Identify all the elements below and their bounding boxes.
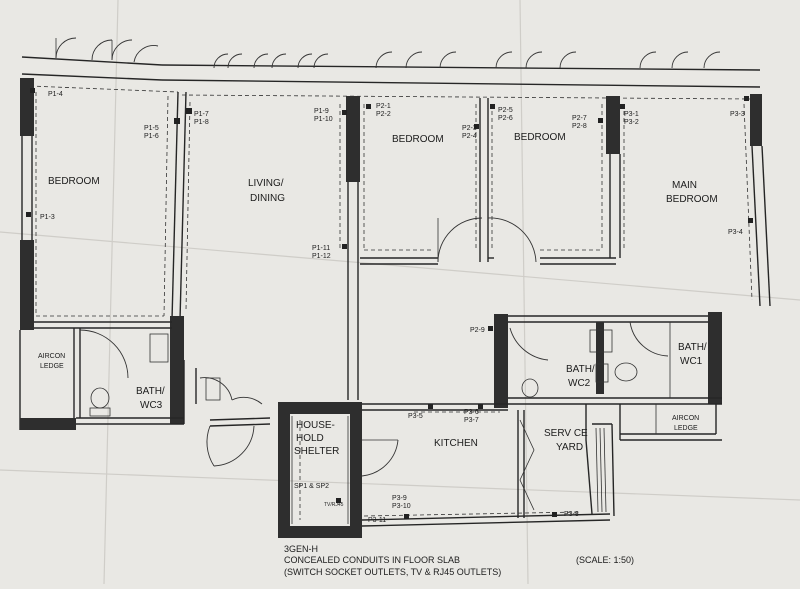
windows <box>55 37 721 69</box>
door-bath-wc3 <box>79 329 129 379</box>
basin-wc3 <box>149 333 169 363</box>
room-label-bath-wc3-1: BATH/ <box>136 386 165 397</box>
room-label-aircon-ledge-right-2: LEDGE <box>674 425 698 432</box>
outlet-symbols <box>26 88 753 519</box>
room-label-bedroom-mid: BEDROOM <box>392 134 444 145</box>
conduit-lines <box>35 92 753 520</box>
room-label-bath-wc2-1: BATH/ <box>566 364 595 375</box>
note-line-1: CONCEALED CONDUITS IN FLOOR SLAB <box>284 555 460 565</box>
door-bedroom-mid <box>437 217 483 263</box>
room-label-living-dining-1: LIVING/ <box>248 178 284 189</box>
room-label-living-dining-2: DINING <box>250 193 285 204</box>
room-label-bedroom-left: BEDROOM <box>48 176 100 187</box>
room-labels: BEDROOM LIVING/ DINING BEDROOM BEDROOM M… <box>38 132 718 457</box>
point-label-tv: TV/RJ45 <box>324 502 344 508</box>
room-label-bath-wc3-2: WC3 <box>140 400 163 411</box>
door-bedroom-right <box>487 217 537 263</box>
point-label: P1-6 <box>144 133 159 140</box>
plan-type: 3GEN-H <box>284 544 318 554</box>
point-label: P3-7 <box>464 417 479 424</box>
point-label: P2-6 <box>498 115 513 122</box>
point-label: P1-5 <box>144 125 159 132</box>
room-label-shelter-3: SHELTER <box>294 446 339 457</box>
point-label: P1-4 <box>48 91 63 98</box>
point-label: P1-3 <box>40 214 55 221</box>
door-bath-wc2 <box>509 327 549 361</box>
point-label: P3-2 <box>624 119 639 126</box>
point-label-sp: SP1 & SP2 <box>294 483 329 490</box>
point-label: P2-5 <box>498 107 513 114</box>
room-label-main-bedroom-1: MAIN <box>672 180 697 191</box>
point-label: P3-9 <box>392 495 407 502</box>
point-label: P3-4 <box>728 229 743 236</box>
room-label-aircon-ledge-left-1: AIRCON <box>38 353 65 360</box>
point-label: P2-8 <box>572 123 587 130</box>
point-label: P3-3 <box>730 111 745 118</box>
scale-note: (SCALE: 1:50) <box>576 555 634 565</box>
point-labels: P1-4 P1-3 P1-5 P1-6 P1-7 P1-8 P1-9 P1-10… <box>40 91 745 524</box>
point-label: P3-10 <box>392 503 411 510</box>
point-label: P1-10 <box>314 116 333 123</box>
point-label: P3-6 <box>464 409 479 416</box>
basin-wc2 <box>521 378 539 398</box>
point-label: P2-9 <box>470 327 485 334</box>
point-label: P1-7 <box>194 111 209 118</box>
toilet-wc1 <box>589 329 613 353</box>
point-label: P3-5 <box>408 413 423 420</box>
toilet-wc2 <box>614 362 638 382</box>
point-label: P2-2 <box>376 111 391 118</box>
door-gate <box>199 377 233 401</box>
point-label: P1-11 <box>312 245 330 252</box>
room-label-aircon-ledge-right-1: AIRCON <box>672 415 699 422</box>
point-label: P3-1 <box>624 111 639 118</box>
room-label-main-bedroom-2: BEDROOM <box>666 194 718 205</box>
door-shelter <box>361 439 399 477</box>
point-label: P2-3 <box>462 125 477 132</box>
point-label: P1-9 <box>314 108 329 115</box>
door-main-entrance <box>206 425 215 467</box>
room-label-bath-wc2-2: WC2 <box>568 378 591 389</box>
drawing-notes: 3GEN-H CONCEALED CONDUITS IN FLOOR SLAB … <box>284 544 634 577</box>
point-label: P2-4 <box>462 133 477 140</box>
room-label-service-yard-1: SERV CE <box>544 428 588 439</box>
room-label-service-yard-2: YARD <box>556 442 583 453</box>
point-label: P3-11 <box>368 517 386 524</box>
door-bath-wc1 <box>629 321 669 357</box>
room-label-shelter-1: HOUSE- <box>296 420 335 431</box>
meter-box <box>205 377 221 401</box>
point-label: P2-1 <box>376 103 391 110</box>
point-label: P1-8 <box>194 119 209 126</box>
room-label-aircon-ledge-left-2: LEDGE <box>40 363 64 370</box>
point-label: P1-12 <box>312 253 331 260</box>
point-label: P2-7 <box>572 115 587 122</box>
point-label: P3-8 <box>564 511 579 518</box>
room-label-bath-wc1-2: WC1 <box>680 356 703 367</box>
room-label-bedroom-right: BEDROOM <box>514 132 566 143</box>
note-line-2: (SWITCH SOCKET OUTLETS, TV & RJ45 OUTLET… <box>284 567 501 577</box>
room-label-shelter-2: HOLD <box>296 433 324 444</box>
room-label-bath-wc1-1: BATH/ <box>678 342 707 353</box>
doors <box>79 217 669 511</box>
fixtures <box>89 329 638 417</box>
room-label-kitchen: KITCHEN <box>434 438 478 449</box>
walls <box>19 56 771 538</box>
